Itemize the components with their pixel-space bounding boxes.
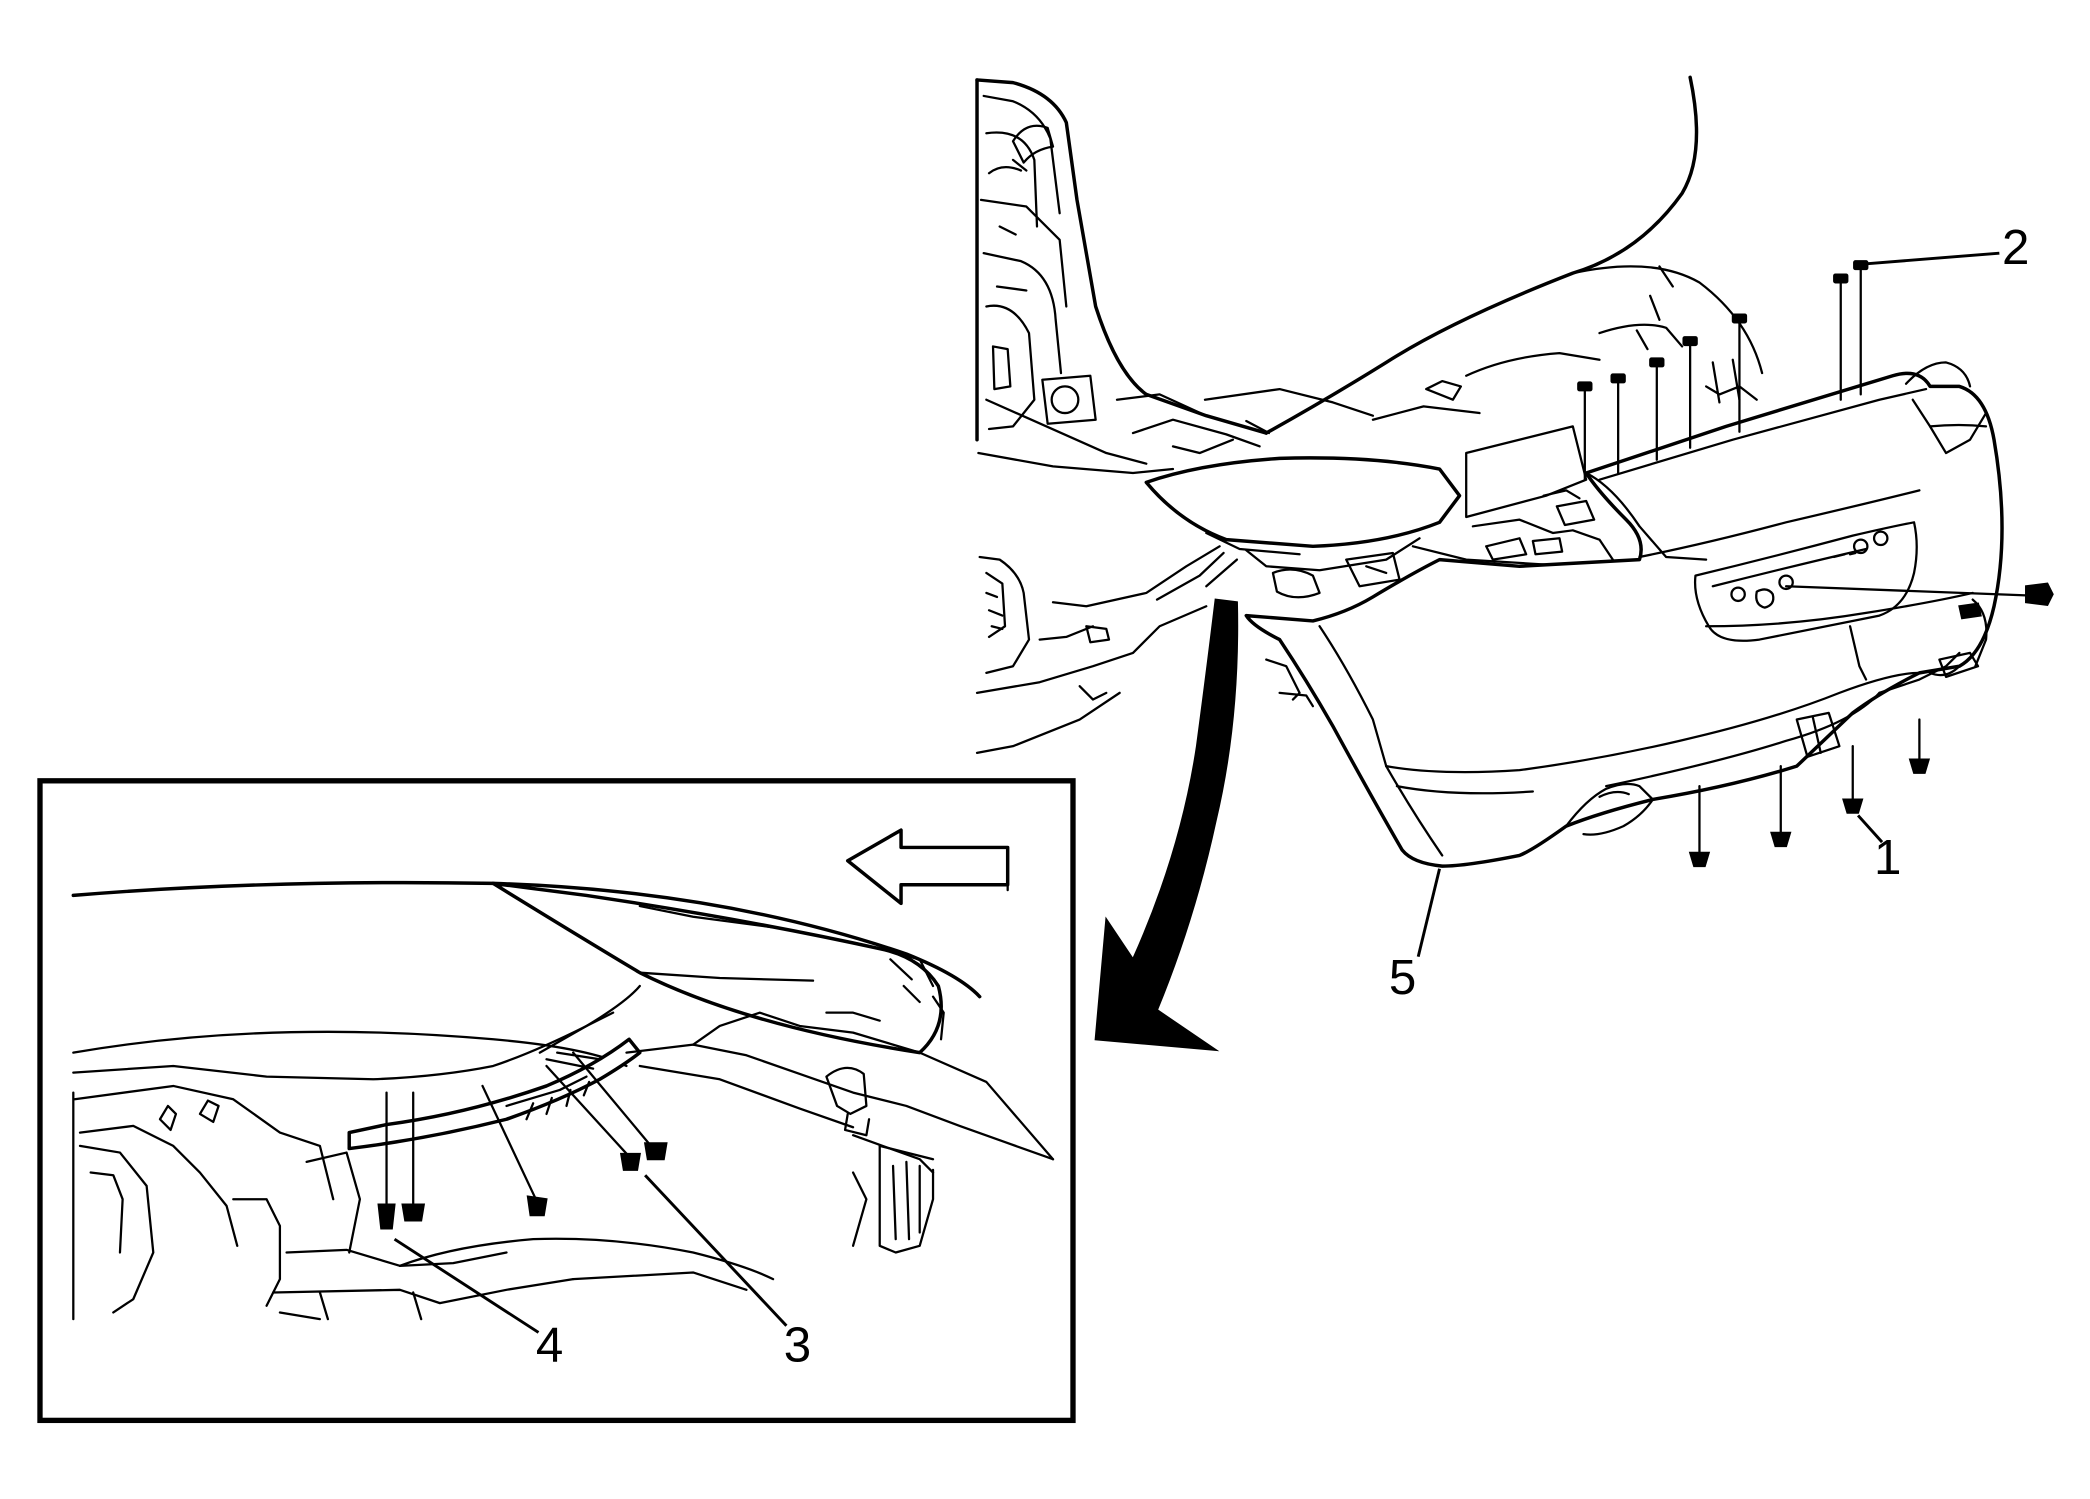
fastener-1a	[1688, 785, 1711, 868]
inset-fastener-4a	[377, 1091, 396, 1230]
fastener-1c	[1842, 745, 1864, 814]
curved-arrow-icon	[1094, 598, 1239, 1052]
fastener-2e	[1731, 313, 1748, 433]
fastener-2f	[1833, 273, 1849, 401]
callout-3: 3	[784, 1318, 811, 1373]
detail-inset	[37, 778, 1076, 1424]
deck-lid	[1264, 75, 1764, 435]
fastener-2a	[1577, 381, 1593, 481]
left-tail-lamp-area	[975, 387, 1462, 754]
left-arrow-icon	[845, 828, 1010, 906]
upper-fastener-row	[1577, 260, 1869, 481]
inset-fastener-4b	[401, 1091, 426, 1222]
lower-fastener-row	[1688, 718, 1931, 868]
callout-4: 4	[536, 1318, 563, 1373]
fastener-2d	[1682, 336, 1698, 449]
fastener-2b	[1610, 373, 1626, 475]
fastener-2c	[1649, 357, 1665, 461]
callout-1: 1	[1874, 830, 1901, 885]
inset-fastener-3a	[481, 1084, 548, 1217]
inset-fastener-3c	[572, 1051, 668, 1161]
fastener-1b	[1770, 765, 1792, 848]
fastener-1d	[1908, 718, 1931, 774]
vehicle-body-structure	[975, 78, 1268, 475]
rear-bumper-fascia	[1244, 361, 2004, 868]
main-view	[975, 75, 2054, 958]
side-fastener	[1784, 582, 2054, 620]
callout-2: 2	[2002, 220, 2029, 275]
inset-fastener-3b	[545, 1064, 641, 1171]
callout-5: 5	[1389, 950, 1416, 1005]
fastener-2g	[1853, 260, 1869, 396]
